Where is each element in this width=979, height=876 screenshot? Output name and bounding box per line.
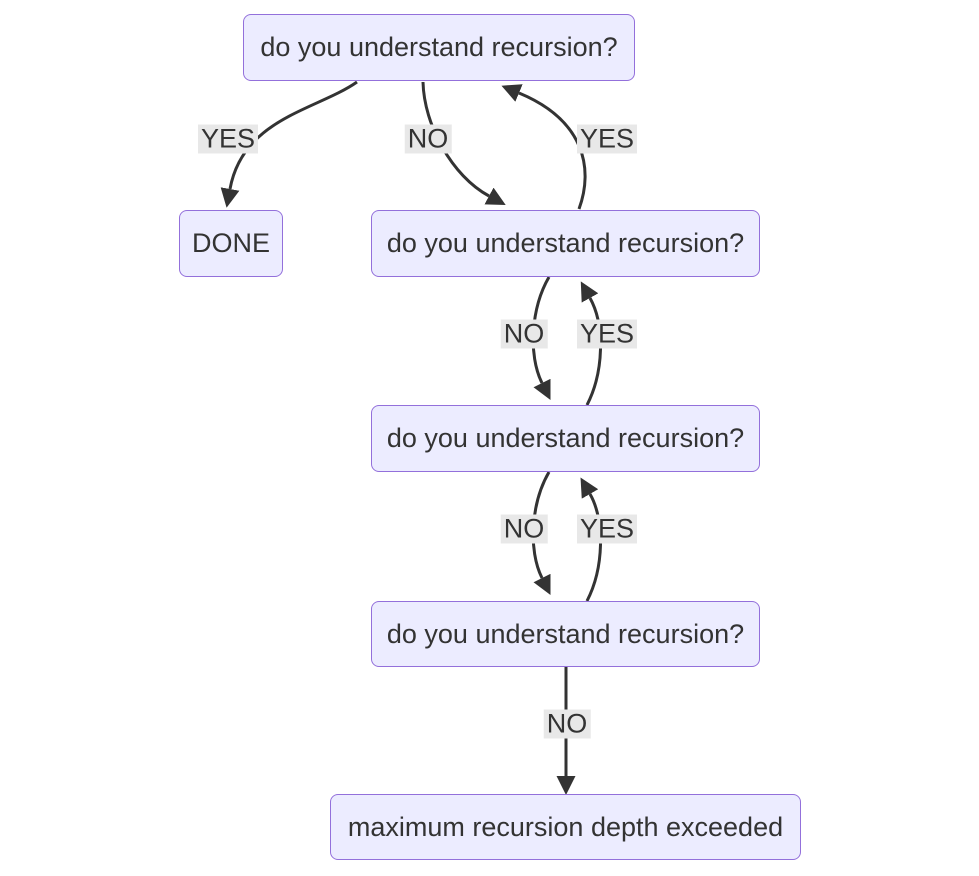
edge-label-yes-1: YES: [197, 124, 259, 154]
node-done: DONE: [179, 210, 283, 277]
edge-label-no-4: NO: [543, 709, 591, 739]
edge-label-no-3: NO: [500, 514, 548, 544]
node-question-2: do you understand recursion?: [371, 210, 760, 277]
edge-a-done-yes: [220, 80, 358, 208]
edge-label-no-1: NO: [404, 124, 452, 154]
node-question-1: do you understand recursion?: [243, 14, 635, 81]
node-max-depth: maximum recursion depth exceeded: [330, 794, 801, 860]
edge-d-c-yes: [580, 477, 603, 602]
edge-c-b-yes: [580, 281, 603, 406]
edge-label-yes-2: YES: [576, 124, 638, 154]
node-question-3: do you understand recursion?: [371, 405, 760, 472]
edge-b-a-yes: [501, 84, 587, 210]
edge-label-yes-3: YES: [576, 319, 638, 349]
edge-label-no-2: NO: [500, 319, 548, 349]
edge-label-yes-4: YES: [576, 514, 638, 544]
node-question-4: do you understand recursion?: [371, 601, 760, 667]
